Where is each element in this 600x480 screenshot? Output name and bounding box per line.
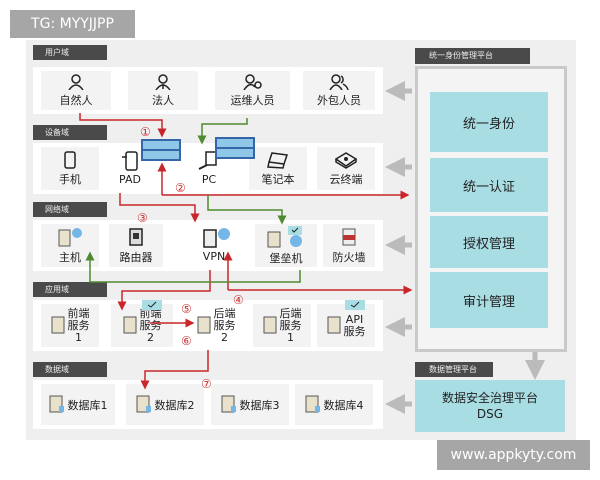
database-server-icon	[136, 395, 151, 412]
user-natural-person: 自然人	[41, 71, 111, 110]
user-outsourced-staff: 外包人员	[303, 71, 375, 110]
database-4: 数据库4	[295, 384, 373, 425]
flow-step-1	[79, 113, 167, 138]
step-6: ⑥	[181, 334, 192, 348]
network-domain-row: 主机 路由器 VPN 堡垒机 防火墙	[33, 220, 383, 271]
identity-platform-label: 统一身份管理平台	[415, 48, 530, 64]
network-vpn: VPN	[183, 224, 245, 267]
server-icon	[263, 316, 276, 333]
vpn-device-icon	[203, 228, 230, 248]
server-icon	[51, 316, 64, 333]
step-5: ⑤	[181, 302, 192, 316]
data-domain-label: 数据域	[33, 362, 107, 377]
check-badges	[142, 300, 365, 310]
data-domain-row: 数据库1 数据库2 数据库3 数据库4	[33, 380, 383, 429]
check-icon	[142, 300, 162, 310]
server-icon	[197, 316, 210, 333]
red-flows	[79, 113, 413, 390]
network-router: 路由器	[109, 224, 163, 267]
step-7: ⑦	[201, 377, 212, 391]
flow-step-3	[119, 193, 200, 223]
device-domain-label: 设备域	[33, 125, 107, 140]
step-1: ①	[140, 125, 151, 139]
device-laptop: 笔记本	[249, 147, 307, 190]
green-flows	[85, 118, 301, 283]
data-platform-label: 数据管理平台	[415, 362, 493, 377]
firewall-icon	[342, 228, 356, 245]
module-unified-identity: 统一身份	[430, 92, 548, 152]
module-authorization: 授权管理	[430, 216, 548, 268]
user-domain-row: 自然人 法人 运维人员 外包人员	[33, 67, 383, 114]
database-server-icon	[305, 395, 320, 412]
module-audit: 审计管理	[430, 272, 548, 328]
person-icon	[68, 73, 84, 90]
step-2: ②	[175, 181, 186, 195]
green-flow-bastion-to-host	[85, 251, 301, 283]
user-domain-label: 用户域	[33, 45, 107, 60]
database-server-icon	[221, 395, 236, 412]
flow-step-7	[140, 350, 209, 390]
green-flow-pc-to-bastion	[207, 195, 287, 225]
network-bastion-host: 堡垒机	[255, 224, 317, 267]
database-server-icon	[49, 395, 64, 412]
router-icon	[129, 227, 143, 246]
user-legal-person: 法人	[128, 71, 198, 110]
gray-arrows	[385, 81, 545, 414]
device-cloud-terminal: 云终端	[317, 147, 375, 190]
watermark-bottom: www.appkyty.com	[437, 440, 590, 470]
server-icon	[123, 316, 136, 333]
network-firewall: 防火墙	[323, 224, 375, 267]
server-icon	[327, 316, 340, 333]
person-tie-icon	[155, 73, 171, 90]
device-phone: 手机	[41, 147, 99, 190]
tablet-icon	[122, 151, 138, 171]
person-gear-icon	[242, 73, 262, 90]
laptop-icon	[267, 151, 288, 169]
cloud-terminal-icon	[335, 151, 357, 169]
app-domain-label: 应用域	[33, 282, 107, 297]
flow-app-entry	[117, 270, 211, 311]
device-domain-row: 手机 PAD PC 笔记本 云终端	[33, 143, 383, 194]
database-1: 数据库1	[41, 384, 115, 425]
network-domain-label: 网络域	[33, 202, 107, 217]
user-ops-staff: 运维人员	[215, 71, 290, 110]
step-3: ③	[137, 211, 148, 225]
host-server-icon	[58, 227, 82, 246]
step-4: ④	[233, 293, 244, 307]
people-icon	[329, 73, 349, 90]
database-2: 数据库2	[126, 384, 204, 425]
step-numbers: ① ② ③ ④ ⑤ ⑥ ⑦	[137, 125, 244, 391]
check-icon	[345, 300, 365, 310]
module-unified-auth: 统一认证	[430, 158, 548, 212]
phone-icon	[64, 150, 76, 169]
database-3: 数据库3	[211, 384, 289, 425]
bastion-server-icon	[267, 225, 302, 247]
green-flow-ops-to-pc	[197, 118, 248, 145]
watermark-top: TG: MYYJJPP	[10, 10, 135, 38]
switch-icons	[141, 137, 255, 161]
